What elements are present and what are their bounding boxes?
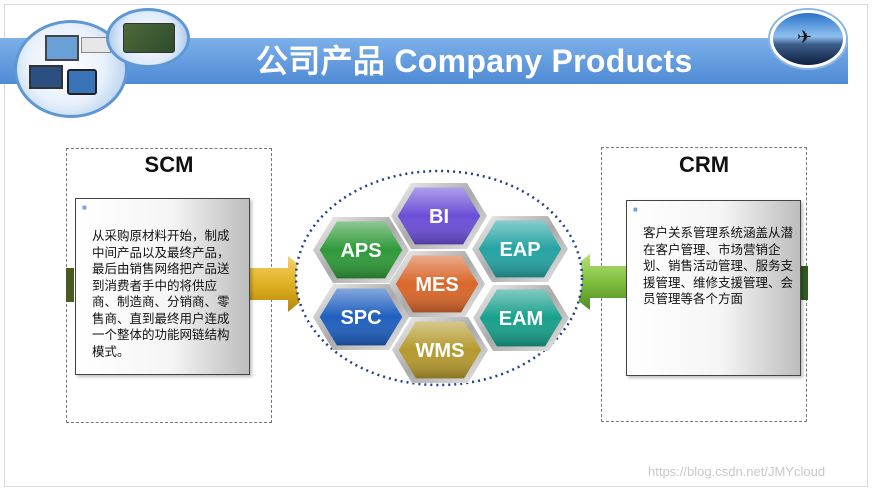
watermark: https://blog.csdn.net/JMYcloud xyxy=(648,464,826,479)
module-eam: EAM xyxy=(473,285,569,351)
module-eap: EAP xyxy=(472,216,568,282)
left-arrow-stub xyxy=(66,268,74,302)
airplane-icon: ✈ xyxy=(797,27,813,47)
bullet-icon: ■ xyxy=(82,203,87,212)
monitor-icon xyxy=(45,35,79,61)
module-bi: BI xyxy=(391,183,487,249)
laptop-icon xyxy=(29,65,63,89)
airplane-image-circle: ✈ xyxy=(770,10,846,68)
module-label: BI xyxy=(429,206,449,228)
crm-description: 客户关系管理系统涵盖从潜在客户管理、市场营销企划、销售活动管理、服务支援管理、维… xyxy=(643,225,794,306)
module-label: WMS xyxy=(416,340,465,362)
crm-heading: CRM xyxy=(678,152,730,177)
module-hexagon-shine xyxy=(478,220,562,278)
module-hexagon-shine xyxy=(319,221,403,279)
module-hexagon-shine xyxy=(319,288,403,346)
module-wms: WMS xyxy=(392,317,488,383)
module-aps: APS xyxy=(313,217,409,283)
module-label: EAP xyxy=(499,239,540,261)
module-spc: SPC xyxy=(313,284,409,350)
module-label: MES xyxy=(415,274,458,296)
tablet-icon xyxy=(67,69,97,95)
slide-frame xyxy=(4,4,868,487)
scm-heading: SCM xyxy=(144,152,194,177)
electronics-image-circle xyxy=(14,20,128,118)
module-hexagon-shine xyxy=(395,255,479,313)
scm-description: 从采购原材料开始，制成中间产品以及最终产品，最后由销售网络把产品送到消费者手中的… xyxy=(92,228,230,359)
page-title: 公司产品 Company Products xyxy=(256,43,693,79)
circuit-board-icon xyxy=(123,23,175,53)
scm-description-card: ■ 从采购原材料开始，制成中间产品以及最终产品，最后由销售网络把产品送到消费者手… xyxy=(75,198,250,375)
module-label: APS xyxy=(340,240,381,262)
crm-description-card: ■ 客户关系管理系统涵盖从潜在客户管理、市场营销企划、销售活动管理、服务支援管理… xyxy=(626,200,801,376)
module-hexagon-shine xyxy=(397,187,481,245)
module-mes: MES xyxy=(389,251,485,317)
hex-group: BI APS EAP MES SPC EAM WMS xyxy=(313,183,569,383)
bullet-icon: ■ xyxy=(633,205,638,214)
module-label: EAM xyxy=(499,308,543,330)
circuit-board-image-circle xyxy=(106,8,190,68)
right-arrow-stub xyxy=(800,266,808,300)
module-hexagon-shine xyxy=(398,321,482,379)
module-hexagon-shine xyxy=(479,289,563,347)
module-label: SPC xyxy=(340,307,381,329)
